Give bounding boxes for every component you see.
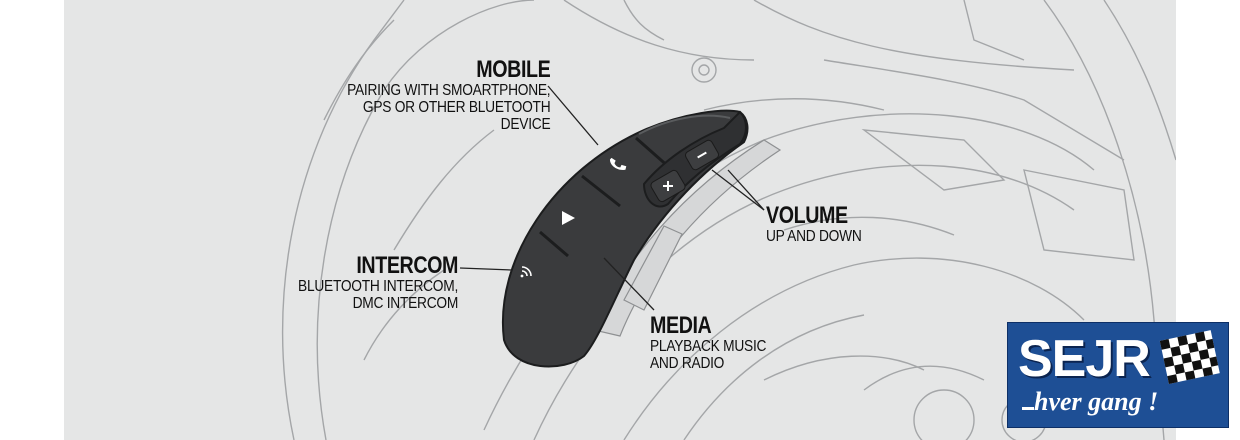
- callout-mobile-description: PAIRING WITH SMOARTPHONE, GPS OR OTHER B…: [346, 82, 551, 133]
- callout-mobile-title: MOBILE: [475, 56, 550, 83]
- leader-volume-b: [727, 169, 765, 211]
- callout-intercom-description: BLUETOOTH INTERCOM, DMC INTERCOM: [298, 278, 458, 312]
- control-unit: [501, 109, 749, 368]
- logo-brand: SEJR: [1018, 330, 1151, 388]
- helmet-illustration: [281, 0, 1176, 440]
- sejr-logo: SEJR hver gang !: [1007, 322, 1229, 428]
- callout-media-description: PLAYBACK MUSIC AND RADIO: [650, 338, 767, 372]
- intercom-wave-icon: [520, 266, 532, 278]
- logo-slogan: hver gang !: [1034, 387, 1159, 416]
- callout-intercom-title: INTERCOM: [356, 252, 458, 279]
- diagram-canvas: [64, 0, 1176, 440]
- leader-volume-a: [711, 169, 765, 211]
- callout-volume: VOLUME UP AND DOWN: [766, 202, 877, 246]
- leader-media: [603, 257, 655, 311]
- callout-media-title: MEDIA: [650, 312, 712, 339]
- play-icon: [562, 211, 575, 225]
- plus-icon: [663, 181, 673, 191]
- callout-volume-title: VOLUME: [766, 202, 848, 229]
- minus-icon: [697, 151, 707, 159]
- callout-mobile: MOBILE PAIRING WITH SMOARTPHONE, GPS OR …: [314, 56, 551, 134]
- callout-intercom: INTERCOM BLUETOOTH INTERCOM, DMC INTERCO…: [272, 252, 458, 313]
- phone-icon: [609, 157, 627, 170]
- checkered-flag-icon: [1159, 330, 1220, 384]
- slogan-dash: [1022, 407, 1034, 410]
- callout-media: MEDIA PLAYBACK MUSIC AND RADIO: [650, 312, 785, 373]
- leader-intercom: [459, 267, 513, 271]
- leader-mobile: [547, 85, 599, 146]
- leader-lines: [459, 85, 765, 311]
- callout-volume-description: UP AND DOWN: [766, 228, 862, 245]
